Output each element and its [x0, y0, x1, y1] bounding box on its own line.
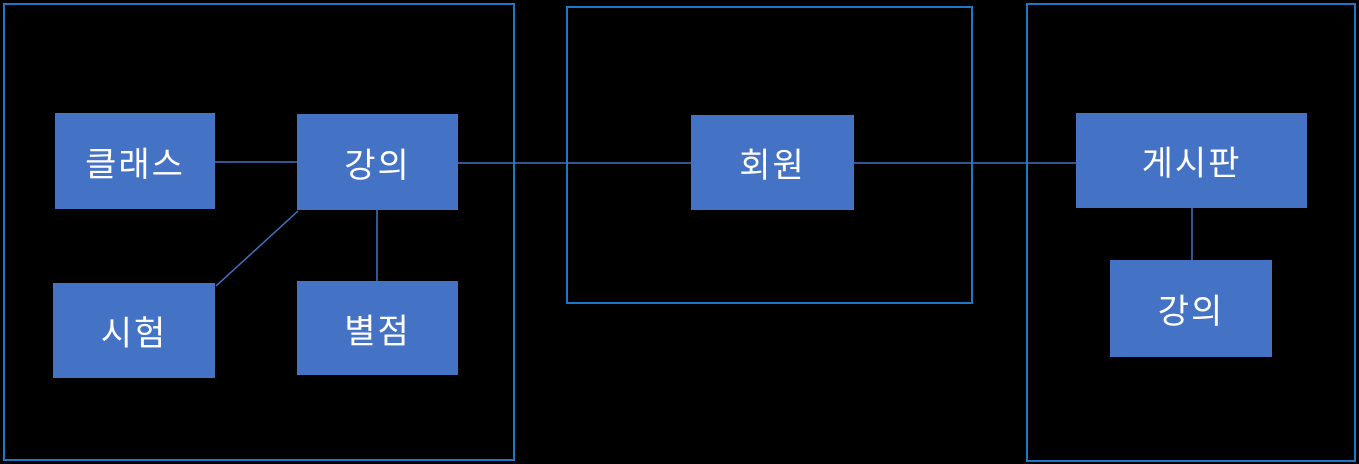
node-board[interactable]: 게시판: [1076, 113, 1307, 208]
node-lecture[interactable]: 강의: [297, 114, 458, 210]
node-member-label: 회원: [739, 147, 806, 185]
node-class[interactable]: 클래스: [55, 113, 215, 209]
node-class-label: 클래스: [85, 145, 185, 184]
node-exam[interactable]: 시험: [53, 283, 215, 378]
group-container-middle[interactable]: [566, 6, 973, 304]
node-rating[interactable]: 별점: [297, 281, 458, 375]
node-member[interactable]: 회원: [691, 115, 854, 210]
node-exam-label: 시험: [100, 315, 168, 353]
edge-lecture-exam: [215, 210, 299, 287]
node-rating-label: 별점: [344, 312, 411, 351]
node-board-lecture[interactable]: 강의: [1110, 260, 1272, 357]
node-board-label: 게시판: [1141, 145, 1242, 183]
group-container-left[interactable]: [3, 3, 515, 461]
node-lecture-label: 강의: [344, 146, 411, 185]
group-container-right[interactable]: [1026, 3, 1356, 462]
node-board-lecture-label: 강의: [1157, 293, 1225, 331]
